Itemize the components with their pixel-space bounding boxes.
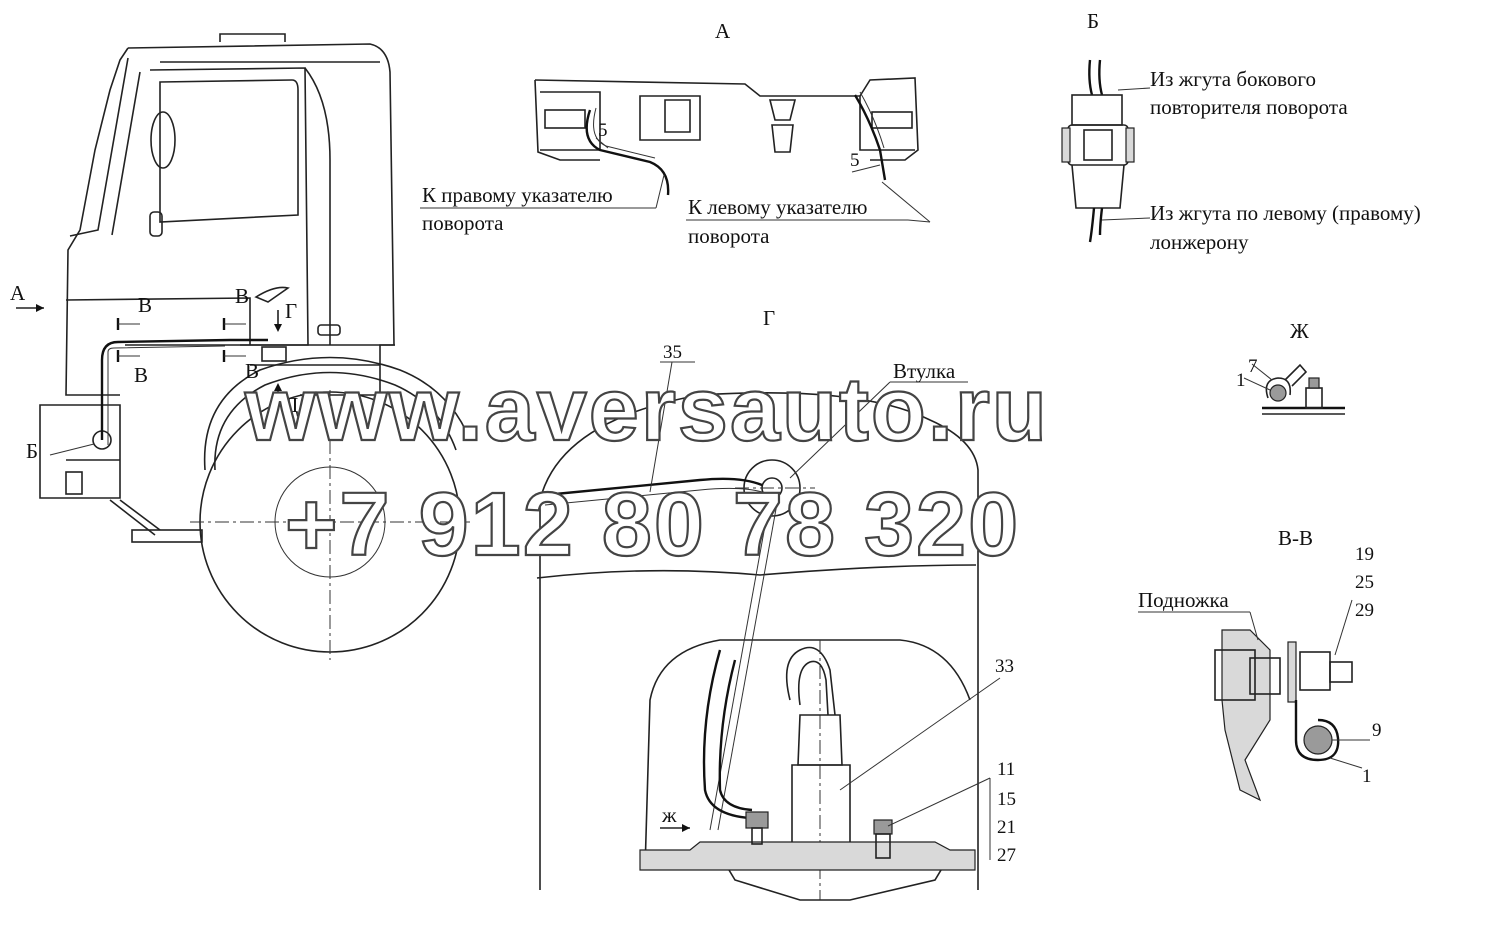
- to-left-indicator-label-2: поворота: [688, 224, 770, 248]
- step-label: Подножка: [1138, 588, 1229, 612]
- view-a: А 5 5 К правому указателю поворота К лев…: [420, 19, 931, 248]
- vv-position-1: 1: [1362, 766, 1372, 787]
- view-zh-title: Ж: [1290, 319, 1309, 343]
- view-g-title: Г: [763, 306, 775, 330]
- view-vv-title: В-В: [1278, 526, 1313, 550]
- vv-position-29: 29: [1355, 600, 1374, 621]
- view-a-arrow-label: А: [10, 281, 26, 305]
- section-v-label-1: В: [138, 293, 152, 317]
- position-21: 21: [997, 817, 1016, 838]
- view-g: Г: [536, 306, 1016, 901]
- position-27: 27: [997, 845, 1016, 866]
- section-v-label-3: В: [235, 284, 249, 308]
- position-15: 15: [997, 789, 1016, 810]
- view-b: Б Из жгута бокового повторителя поворота…: [1061, 9, 1421, 254]
- from-spar-harness: Из жгута по левому (правому): [1150, 201, 1421, 225]
- view-a-title: А: [715, 19, 731, 43]
- position-5-right: 5: [598, 120, 608, 141]
- view-d-arrow-label: Д: [284, 393, 298, 417]
- view-g-arrow-label: Г: [285, 299, 297, 323]
- position-5-left: 5: [850, 150, 860, 171]
- view-vv: В-В Подножка 19 25 29 9 1: [1138, 526, 1382, 802]
- vv-position-19: 19: [1355, 544, 1374, 565]
- from-side-repeater-harness: Из жгута бокового: [1150, 67, 1316, 91]
- zh-position-1: 1: [1236, 370, 1246, 391]
- to-right-indicator-label-2: поворота: [422, 211, 504, 235]
- section-v-label-2: В: [134, 363, 148, 387]
- view-zh: Ж 7 1: [1236, 319, 1345, 415]
- bushing-label: Втулка: [893, 359, 956, 383]
- section-v-label-4: В: [245, 359, 259, 383]
- vv-position-9: 9: [1372, 720, 1382, 741]
- position-11: 11: [997, 759, 1015, 780]
- to-right-indicator-label: К правому указателю: [422, 183, 613, 207]
- cab-side-view: А Б В В В В Г Д: [10, 33, 471, 660]
- from-side-repeater-harness-2: повторителя поворота: [1150, 95, 1348, 119]
- watermark: www.aversauto.ru +7 912 80 78 320: [243, 359, 1049, 576]
- from-spar-harness-2: лонжерону: [1150, 230, 1249, 254]
- watermark-phone: +7 912 80 78 320: [285, 475, 1020, 575]
- view-b-callout: Б: [26, 439, 38, 463]
- vv-position-25: 25: [1355, 572, 1374, 593]
- zh-position-7: 7: [1248, 356, 1258, 377]
- to-left-indicator-label: К левому указателю: [688, 195, 867, 219]
- position-35: 35: [663, 342, 682, 363]
- watermark-site: www.aversauto.ru: [244, 360, 1049, 460]
- position-33: 33: [995, 656, 1014, 677]
- view-b-title: Б: [1087, 9, 1099, 33]
- view-zh-arrow-label: ж: [661, 803, 677, 827]
